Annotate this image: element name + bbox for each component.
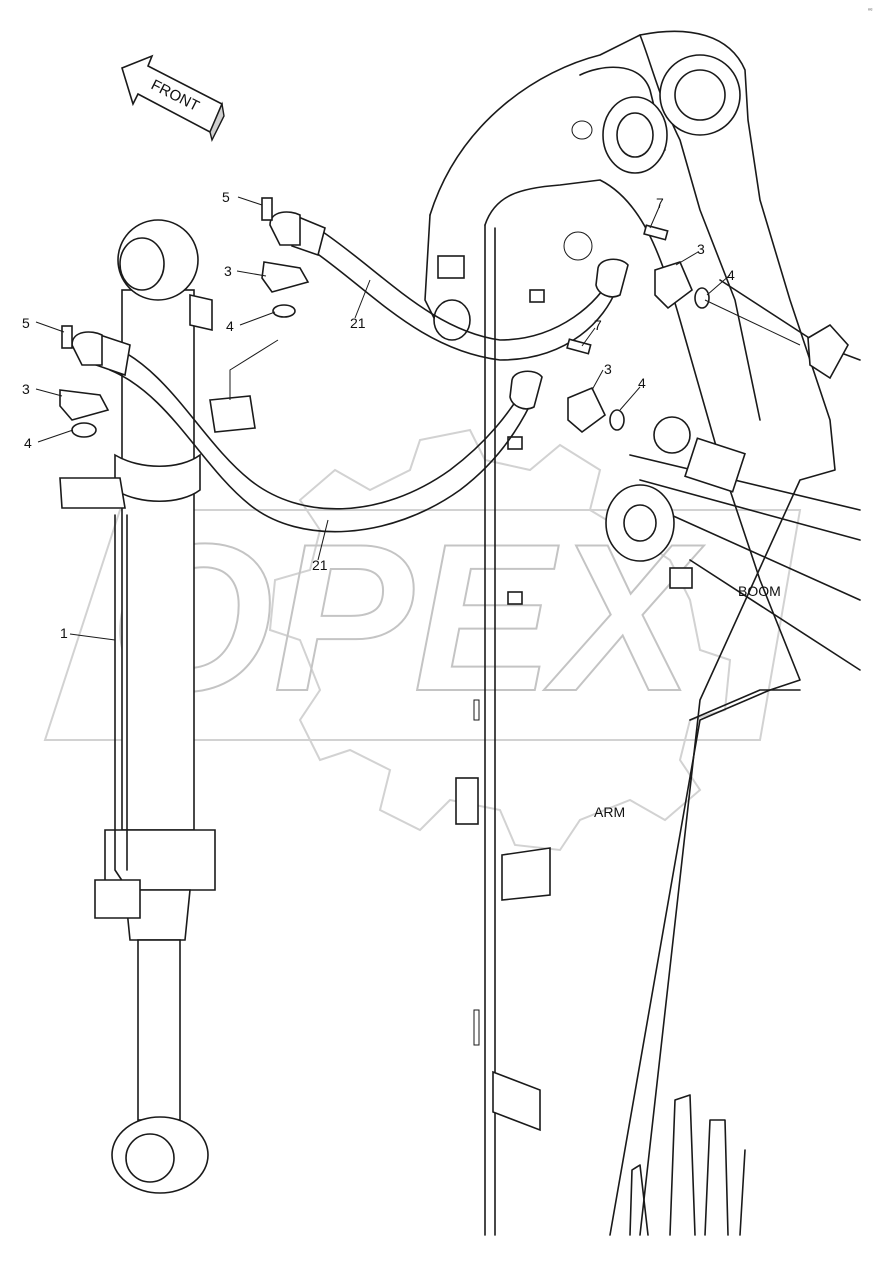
- callout-4-r2: 4: [638, 375, 646, 391]
- front-arrow: FRONT: [121, 54, 225, 143]
- watermark: OPEX: [43, 428, 802, 852]
- boom-label: BOOM: [738, 583, 781, 599]
- watermark-banner: [43, 509, 802, 741]
- arm-cylinder: [59, 219, 256, 1194]
- callout-3-top: 3: [224, 263, 232, 279]
- callout-1: 1: [60, 625, 68, 641]
- callout-5-top: 5: [222, 189, 230, 205]
- callout-3-r1: 3: [697, 241, 705, 257]
- callout-7-r1: 7: [656, 195, 664, 211]
- callout-4-r1: 4: [727, 267, 735, 283]
- boom-cylinder: [605, 279, 861, 671]
- callout-21-top: 21: [350, 315, 366, 331]
- corner-mark: ⁿᵉ: [868, 7, 873, 14]
- hose-21: [71, 211, 629, 533]
- callout-3-r2: 3: [604, 361, 612, 377]
- callout-7-r2: 7: [594, 317, 602, 333]
- arm-structure: [424, 30, 836, 1236]
- callout-4-left: 4: [24, 435, 32, 451]
- leader-lines: [35, 196, 801, 641]
- watermark-text: OPEX: [110, 500, 704, 735]
- arm-label: ARM: [594, 804, 625, 820]
- callout-3-left: 3: [22, 381, 30, 397]
- fittings: [59, 197, 710, 438]
- callout-4-top: 4: [226, 318, 234, 334]
- callout-21-bottom: 21: [312, 557, 328, 573]
- callout-5-left: 5: [22, 315, 30, 331]
